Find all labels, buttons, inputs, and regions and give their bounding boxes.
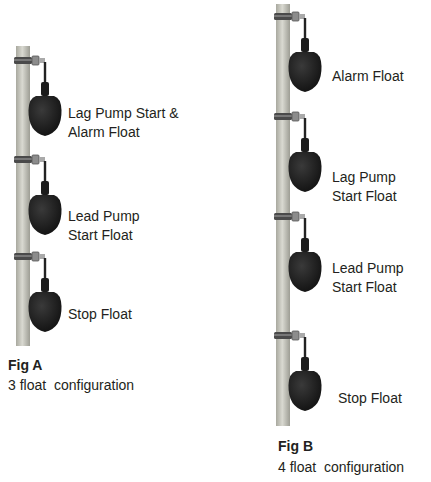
- float-label: Stop Float: [68, 305, 132, 324]
- float-label: Alarm Float: [332, 67, 404, 86]
- figure-caption: 3 float configuration: [8, 376, 134, 395]
- figure-caption: 4 float configuration: [278, 458, 404, 477]
- float-label: Lag Pump Start Float: [332, 168, 418, 206]
- figure-label: Fig B: [278, 437, 313, 456]
- float-label: Lead Pump Start Float: [332, 259, 422, 297]
- float-label: Lag Pump Start & Alarm Float: [68, 104, 196, 142]
- float-label: Stop Float: [338, 389, 402, 408]
- figure-label: Fig A: [8, 356, 42, 375]
- float-label: Lead Pump Start Float: [68, 207, 158, 245]
